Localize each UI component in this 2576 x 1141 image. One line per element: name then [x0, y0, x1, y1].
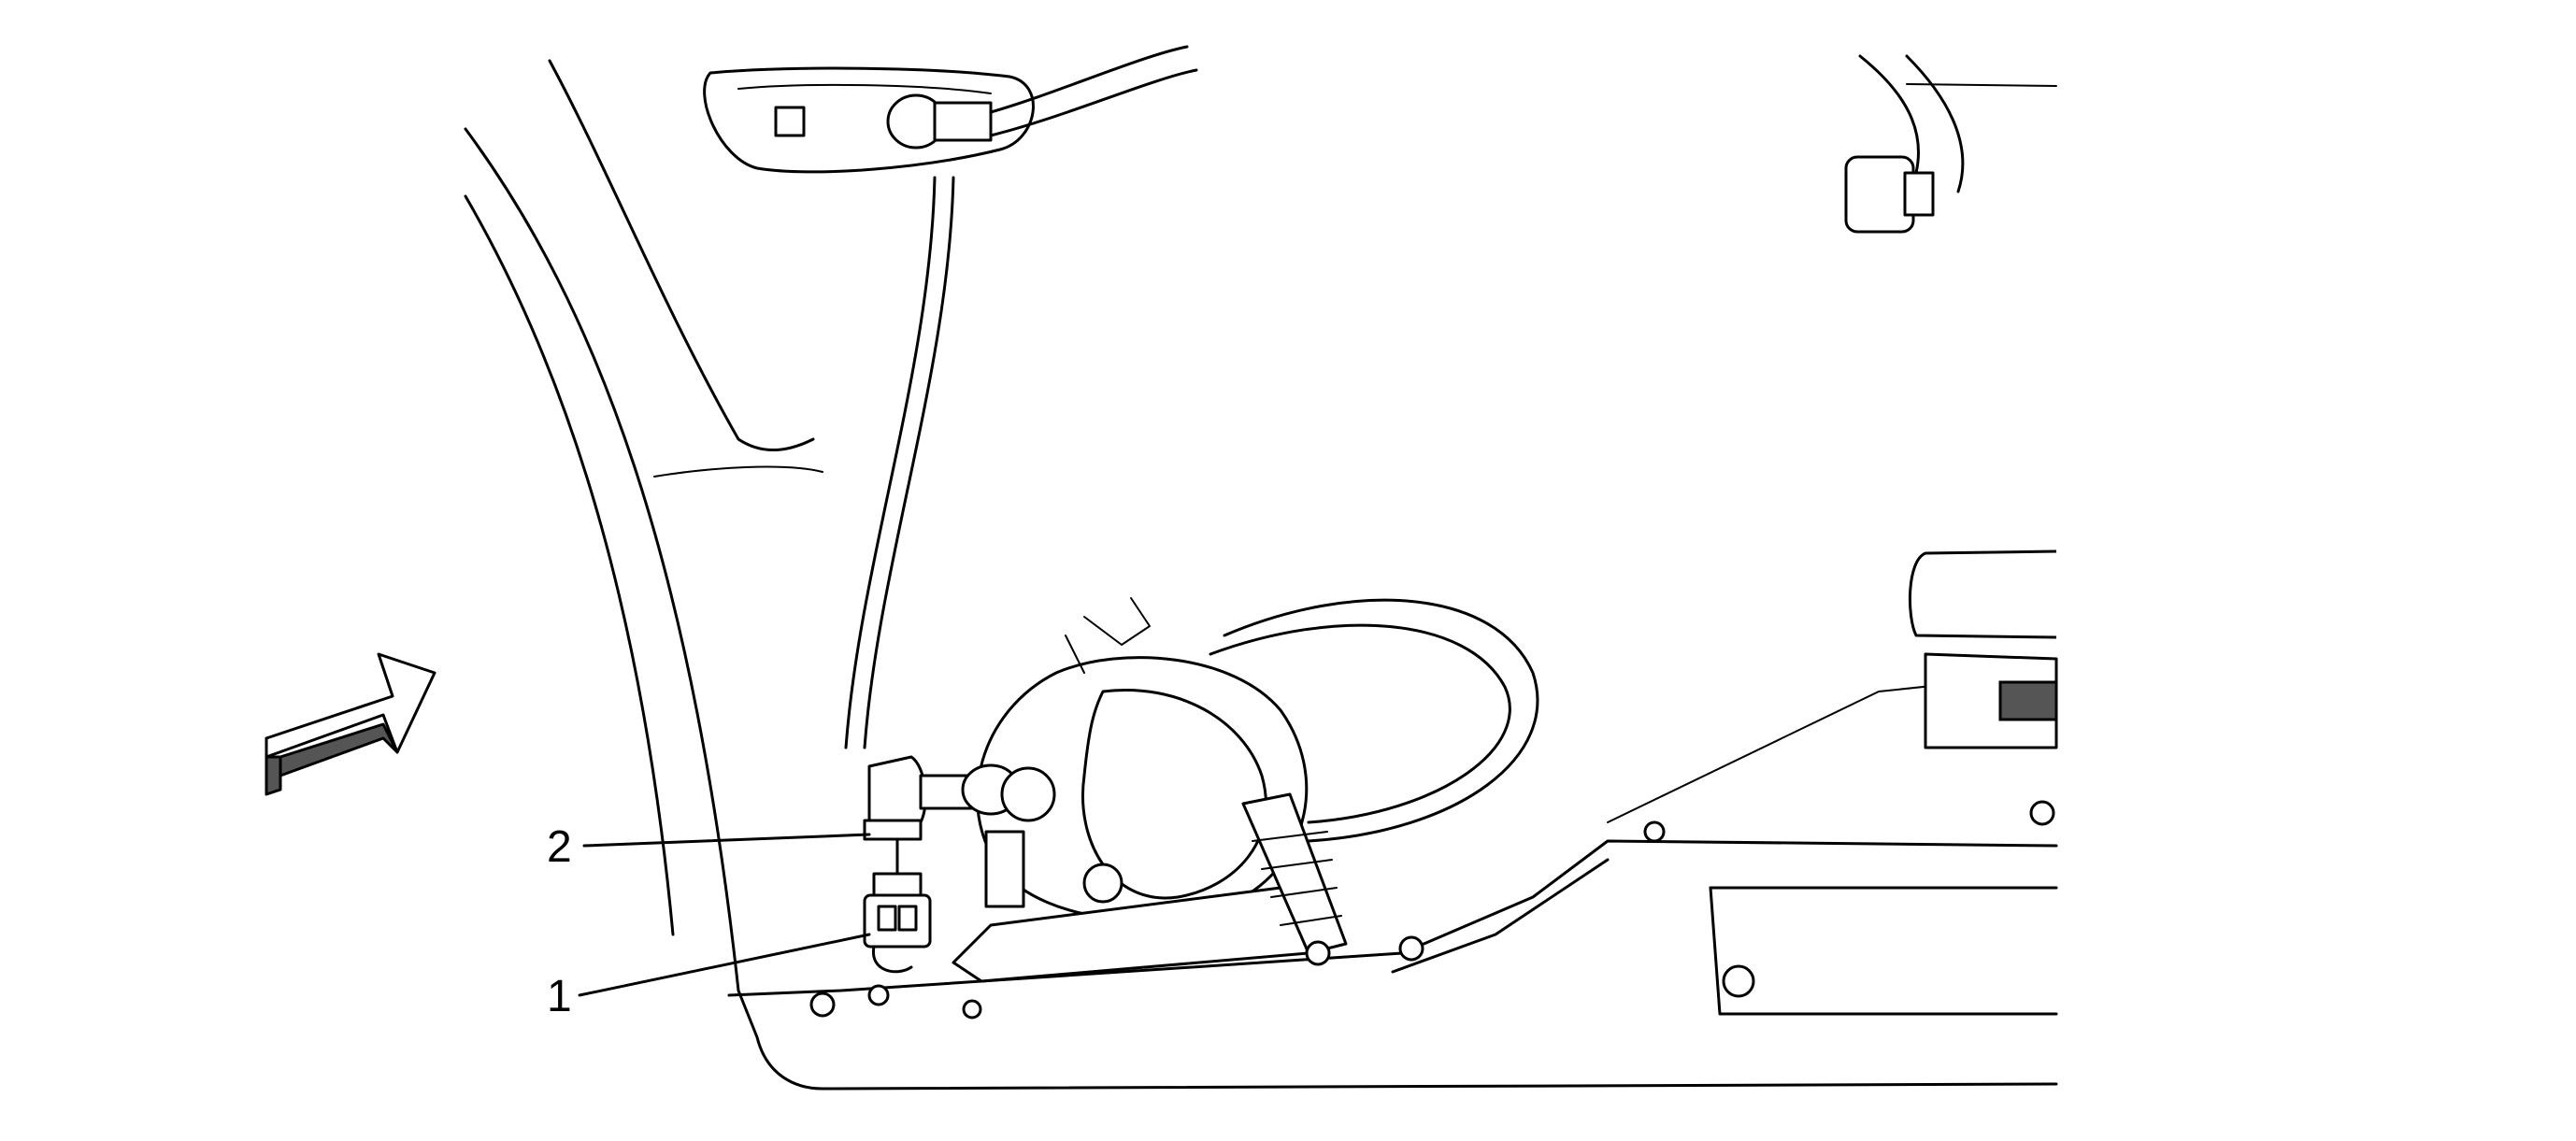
front-fender-outline — [464, 59, 2058, 1091]
fog-lamp-housing — [952, 597, 1539, 983]
harness-connector-upper — [1844, 54, 2057, 234]
view-direction-arrow-icon — [265, 652, 436, 796]
callout-label-2: 2 — [547, 822, 572, 872]
fasteners — [809, 800, 2055, 1020]
right-side-module — [1909, 549, 2058, 749]
callout-label-1: 1 — [547, 972, 572, 1021]
fog-lamp-bulb — [863, 755, 1056, 841]
side-marker-lamp — [703, 45, 1198, 749]
bulb-electrical-connector — [863, 837, 932, 974]
bumper-fascia — [653, 465, 2058, 1016]
callout-leaders — [578, 833, 871, 997]
